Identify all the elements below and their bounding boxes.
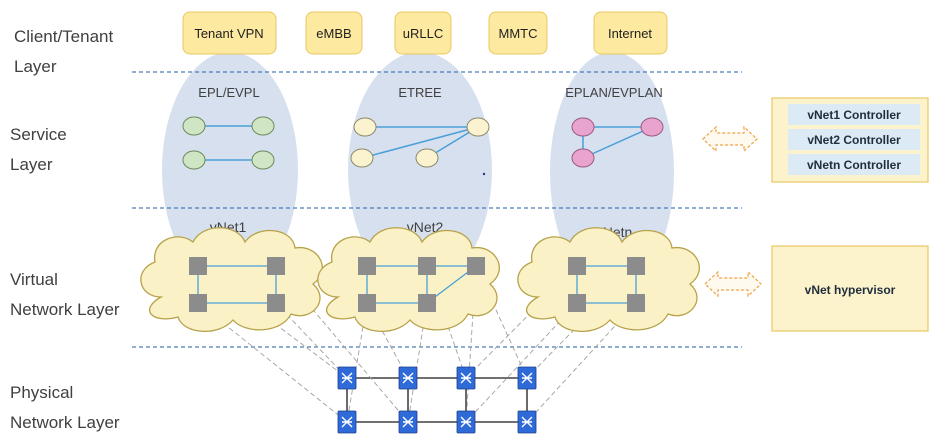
service-type-labels: EPL/EVPL ETREE EPLAN/EVPLAN (198, 85, 662, 100)
vnetn-topology (568, 257, 645, 312)
physical-layer-label-line1: Physical (10, 383, 73, 402)
vswitch-icon (627, 294, 645, 312)
vnet1-cloud (140, 227, 323, 332)
pill-internet-label: Internet (608, 26, 652, 41)
physical-switch-icon (398, 366, 418, 390)
vnet2-topology (358, 257, 485, 312)
etree-link-2 (361, 126, 479, 159)
stray-dot (482, 172, 486, 176)
pill-mmtc[interactable] (488, 11, 548, 55)
vnet2-label: vNet2 (407, 219, 444, 235)
pill-urllc[interactable] (394, 11, 452, 55)
eplan-topology (571, 117, 664, 168)
vswitch-icon (189, 257, 207, 275)
service-type-eplan-evplan: EPLAN/EVPLAN (565, 85, 663, 100)
pill-internet[interactable] (593, 11, 668, 55)
virtual-layer-label-line1: Virtual (10, 270, 58, 289)
epl-node (251, 116, 275, 136)
physical-switch-icon (456, 410, 476, 434)
physical-switch-icon (337, 410, 357, 434)
vnet2-controller-label: vNet2 Controller (807, 133, 901, 147)
etree-node (415, 148, 439, 168)
vnet1-controller-label: vNet1 Controller (807, 108, 901, 122)
vnet-hypervisor-box[interactable] (771, 245, 929, 332)
pill-embb[interactable] (305, 11, 363, 55)
physical-switch-icon (398, 410, 418, 434)
epl-node (251, 150, 275, 170)
vnetn-cloud (517, 227, 700, 332)
vnet2-service-ellipse (348, 52, 492, 288)
vswitch-icon (467, 257, 485, 275)
hypervisor-panel: vNet hypervisor (771, 245, 929, 332)
service-layer-label-line2: Layer (10, 155, 53, 174)
etree-node (350, 148, 374, 168)
etree-root-node (466, 117, 490, 137)
etree-topology (350, 117, 490, 176)
pill-mmtc-label: MMTC (499, 26, 538, 41)
arrows (702, 125, 762, 298)
eplan-node (571, 148, 595, 168)
epl-topology (182, 116, 275, 170)
pill-urllc-label: uRLLC (403, 26, 443, 41)
vswitch-icon (358, 257, 376, 275)
vnet1-topology (189, 257, 285, 312)
vnetn-controller-label: vNetn Controller (807, 158, 901, 172)
vswitch-icon (568, 294, 586, 312)
physical-switch-icon (517, 366, 537, 390)
virtual-layer-label-line2: Network Layer (10, 300, 120, 319)
eplan-link-3 (582, 126, 653, 159)
physical-links (346, 377, 528, 423)
vswitch-icon (267, 257, 285, 275)
vswitch-icon (358, 294, 376, 312)
client-layer-label-line1: Client/Tenant (14, 27, 114, 46)
vnet1-service-ellipse (162, 52, 298, 288)
vnet1-controller[interactable] (788, 104, 920, 125)
vnet-clouds (140, 227, 700, 332)
hypervisor-double-arrow-icon (704, 270, 762, 298)
client-services: Tenant VPN eMBB uRLLC MMTC Internet (182, 11, 668, 55)
layer-labels: Client/Tenant Layer Service Layer Virtua… (10, 27, 120, 432)
vswitch-icon (267, 294, 285, 312)
service-layer-label-line1: Service (10, 125, 67, 144)
vswitch-icon (568, 257, 586, 275)
client-layer-label-line2: Layer (14, 57, 57, 76)
pill-tenant-vpn[interactable] (182, 11, 277, 55)
layer-dividers (132, 71, 742, 348)
physical-switch-icon (456, 366, 476, 390)
eplan-node (640, 117, 664, 137)
vnet2-controller[interactable] (788, 129, 920, 150)
pill-embb-label: eMBB (316, 26, 351, 41)
vnet-hypervisor-label: vNet hypervisor (805, 283, 896, 297)
service-type-etree: ETREE (398, 85, 442, 100)
etree-node (353, 117, 377, 137)
vnetn-controller[interactable] (788, 154, 920, 175)
service-type-epl-evpl: EPL/EVPL (198, 85, 259, 100)
physical-switches (337, 366, 537, 434)
vswitch-icon (418, 294, 436, 312)
pill-tenant-vpn-label: Tenant VPN (194, 26, 263, 41)
epl-node (182, 116, 206, 136)
physical-switch-icon (517, 410, 537, 434)
vswitch-icon (418, 257, 436, 275)
vswitch-icon (627, 257, 645, 275)
controller-panel: vNet1 Controller vNet2 Controller vNetn … (771, 97, 929, 183)
epl-node (182, 150, 206, 170)
vswitch-icon (189, 294, 207, 312)
physical-switch-icon (337, 366, 357, 390)
physical-layer-label-line2: Network Layer (10, 413, 120, 432)
controller-double-arrow-icon (702, 125, 758, 153)
eplan-node (571, 117, 595, 137)
